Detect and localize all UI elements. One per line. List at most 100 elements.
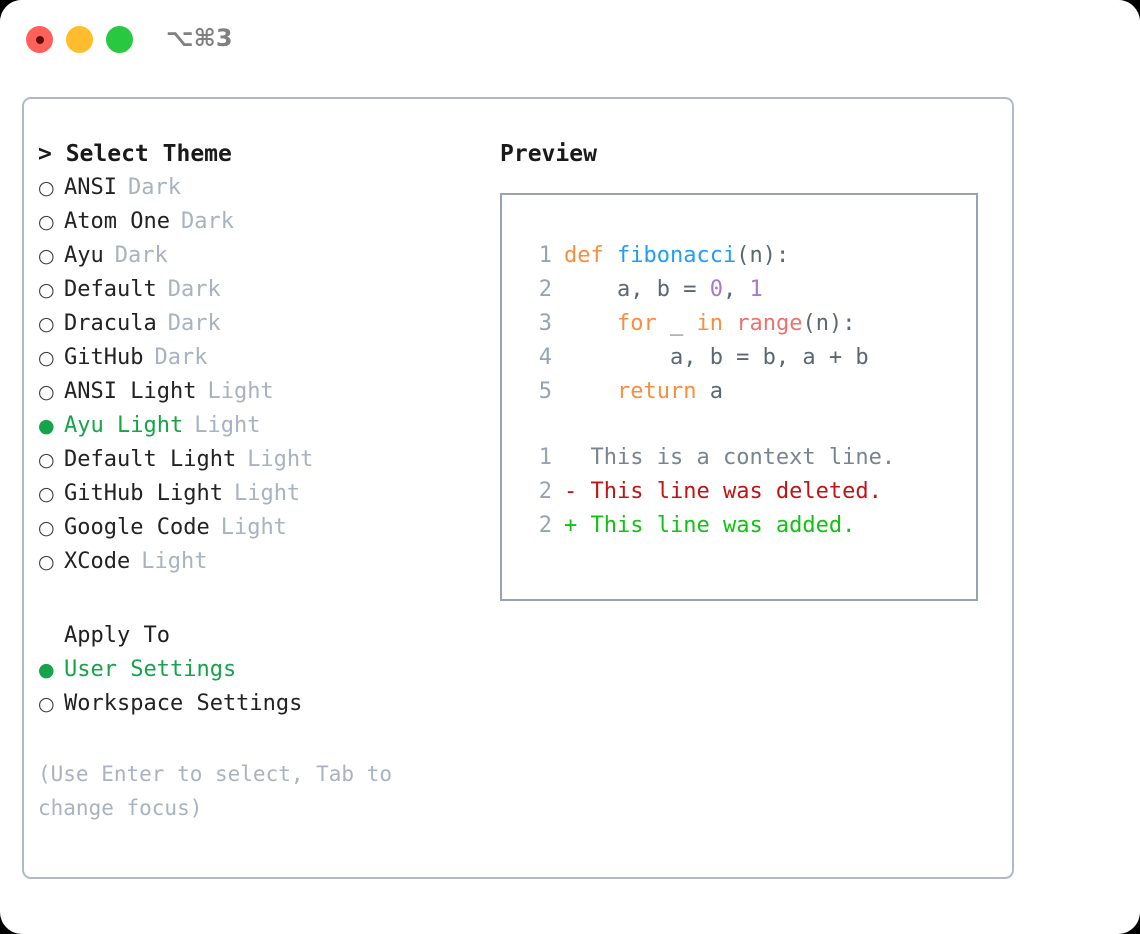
code-token: for [616, 311, 657, 336]
line-number: 5 [538, 379, 552, 404]
theme-option-label: Default [64, 277, 157, 302]
code-token: a, b = [564, 277, 710, 302]
code-token: (n): [802, 311, 856, 336]
diff-text: This is a context line. [590, 445, 896, 470]
radio-unselected-icon: ○ [38, 211, 55, 233]
select-theme-header: > Select Theme [38, 141, 232, 167]
theme-option-label: Google Code [64, 515, 210, 540]
theme-variant-tag: Dark [154, 345, 208, 370]
line-number: 2 [538, 513, 552, 538]
theme-option-atom-one[interactable]: ○ Atom One Dark [38, 205, 490, 239]
radio-unselected-icon: ○ [38, 551, 55, 573]
keyboard-shortcut-label: ⌥⌘3 [166, 24, 233, 52]
apply-to-option-label: Workspace Settings [64, 691, 303, 716]
theme-variant-tag: Light [220, 515, 287, 540]
theme-variant-tag: Light [247, 447, 314, 472]
theme-option-ansi[interactable]: ○ ANSI Dark [38, 171, 490, 205]
theme-option-label: GitHub [64, 345, 144, 370]
theme-option-default[interactable]: ○ Default Dark [38, 273, 490, 307]
radio-unselected-icon: ○ [38, 693, 55, 715]
theme-variant-tag: Dark [127, 175, 181, 200]
theme-option-dracula[interactable]: ○ Dracula Dark [38, 307, 490, 341]
code-token [564, 307, 617, 341]
code-token: (n): [736, 243, 790, 268]
radio-selected-icon: ● [38, 415, 55, 437]
maximize-button[interactable] [106, 26, 133, 53]
code-token: in [696, 311, 723, 336]
line-number: 1 [538, 445, 552, 470]
theme-option-label: Atom One [64, 209, 170, 234]
theme-option-ansi-light[interactable]: ○ ANSI Light Light [38, 375, 490, 409]
apply-to-option-workspace-settings[interactable]: ○ Workspace Settings [38, 687, 490, 721]
radio-unselected-icon: ○ [38, 347, 55, 369]
theme-variant-tag: Dark [167, 311, 221, 336]
close-icon [36, 36, 44, 44]
theme-variant-tag: Dark [180, 209, 234, 234]
radio-unselected-icon: ○ [38, 483, 55, 505]
diff-text: This line was added. [590, 513, 856, 538]
radio-unselected-icon: ○ [38, 279, 55, 301]
minimize-button[interactable] [66, 26, 93, 53]
code-token: fibonacci [617, 243, 737, 268]
code-spacer [518, 409, 976, 441]
theme-variant-tag: Light [194, 413, 261, 438]
radio-unselected-icon: ○ [38, 381, 55, 403]
radio-unselected-icon: ○ [38, 177, 55, 199]
theme-variant-tag: Light [141, 549, 208, 574]
theme-option-label: Dracula [64, 311, 157, 336]
theme-option-ayu-light[interactable]: ● Ayu Light Light [38, 409, 490, 443]
diff-marker [564, 441, 591, 475]
line-number: 2 [538, 277, 552, 302]
code-line: 2 a, b = 0, 1 [518, 273, 976, 307]
diff-line: 2- This line was deleted. [518, 475, 976, 509]
code-line: 5 return a [518, 375, 976, 409]
title-bar: ⌥⌘3 [0, 0, 1140, 78]
theme-option-xcode[interactable]: ○ XCode Light [38, 545, 490, 579]
theme-option-label: XCode [64, 549, 131, 574]
help-text: (Use Enter to select, Tab to change focu… [38, 762, 405, 820]
apply-to-list: ● User Settings ○ Workspace Settings [38, 653, 490, 721]
diff-line: 1 This is a context line. [518, 441, 976, 475]
code-token: 1 [749, 277, 763, 302]
diff-line: 2 + This line was added. [518, 509, 976, 543]
code-token: a, b = b, a + b [564, 345, 869, 370]
radio-unselected-icon: ○ [38, 313, 55, 335]
preview-header: Preview [500, 141, 597, 167]
apply-to-option-label: User Settings [64, 657, 237, 682]
code-token: _ [656, 311, 697, 336]
diff-text: This line was deleted. [590, 479, 882, 504]
code-token [723, 307, 736, 341]
theme-option-label: GitHub Light [64, 481, 223, 506]
theme-option-github[interactable]: ○ GitHub Dark [38, 341, 490, 375]
theme-option-label: ANSI Light [64, 379, 197, 404]
code-token: def [564, 243, 604, 268]
apply-to-header: Apply To [64, 623, 170, 648]
code-token: 0 [709, 277, 723, 302]
theme-option-label: Ayu Light [64, 413, 184, 438]
diff-marker: + [564, 513, 591, 538]
theme-variant-tag: Light [233, 481, 301, 506]
theme-variant-tag: Dark [114, 243, 168, 268]
theme-option-label: ANSI [64, 175, 117, 200]
theme-option-github-light[interactable]: ○ GitHub Light Light [38, 477, 490, 511]
diff-marker: - [564, 479, 591, 504]
radio-unselected-icon: ○ [38, 449, 55, 471]
apply-to-option-user-settings[interactable]: ● User Settings [38, 653, 490, 687]
radio-unselected-icon: ○ [38, 245, 55, 267]
line-number: 2 [538, 479, 552, 504]
theme-variant-tag: Dark [167, 277, 221, 302]
radio-selected-icon: ● [38, 659, 55, 681]
theme-variant-tag: Light [207, 379, 274, 404]
code-token: , [722, 277, 750, 302]
line-number: 3 [538, 311, 552, 336]
